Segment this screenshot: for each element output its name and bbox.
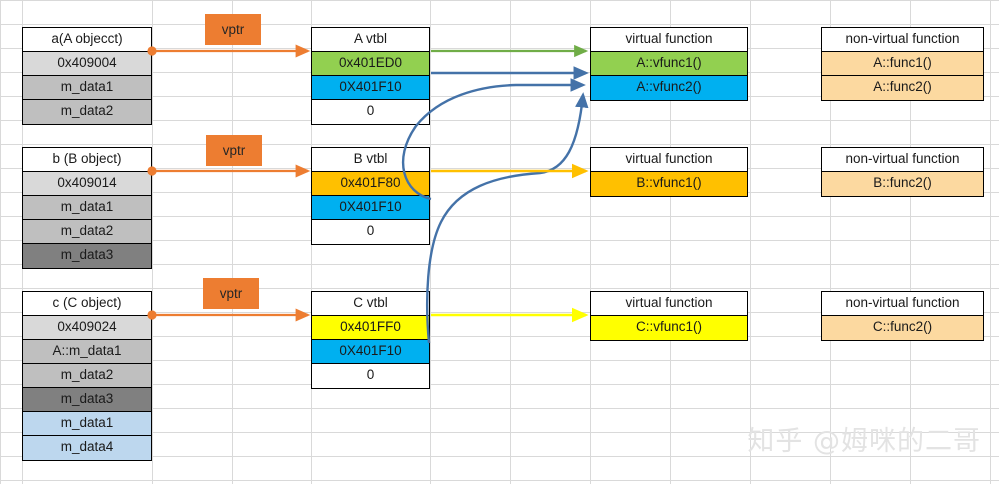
vfunc-c-cell-row-0: virtual function (591, 292, 747, 316)
grid-vline-12 (990, 0, 991, 484)
grid-hline-16 (0, 384, 999, 385)
nonvfunc-c-cell-row-0: non-virtual function (822, 292, 983, 316)
vtbl-c-cell-row-2: 0X401F10 (312, 340, 429, 364)
nonvfunc-a-cell-row-2: A::func2() (822, 76, 983, 100)
grid-hline-6 (0, 144, 999, 145)
vtbl-b-cell-row-2: 0X401F10 (312, 196, 429, 220)
nonvfunc-c-cell-row-1: C::func2() (822, 316, 983, 340)
object-c-cell-row-0: c (C object) (23, 292, 151, 316)
vptr-chip-b: vptr (206, 135, 262, 166)
object-c-cell-row-5: m_data1 (23, 412, 151, 436)
nonvfunc-b-cell-row-1: B::func2() (822, 172, 983, 196)
vfunc-a-cell-row-0: virtual function (591, 28, 747, 52)
grid-hline-15 (0, 360, 999, 361)
vptr-chip-a: vptr (205, 14, 261, 45)
grid-hline-18 (0, 432, 999, 433)
grid-vline-3 (232, 0, 233, 484)
object-c-cell-row-3: m_data2 (23, 364, 151, 388)
object-a-cell-row-0: a(A objecct) (23, 28, 151, 52)
object-a-cell-row-3: m_data2 (23, 100, 151, 124)
watermark: 知乎 @姆咪的二哥 (747, 426, 981, 457)
vtbl-c-cell-row-0: C vtbl (312, 292, 429, 316)
grid-vline-8 (670, 0, 671, 484)
vfunc-c-cell-row-1: C::vfunc1() (591, 316, 747, 340)
object-b-cell-row-3: m_data2 (23, 220, 151, 244)
vptr-chip-c: vptr (203, 278, 259, 309)
vptr-chip-a-label: vptr (221, 22, 245, 37)
grid-vline-7 (590, 0, 591, 484)
object-b-cell-row-0: b (B object) (23, 148, 151, 172)
grid-vline-2 (152, 0, 153, 484)
object-b-cell-row-2: m_data1 (23, 196, 151, 220)
grid-hline-20 (0, 480, 999, 481)
vfunc-a-cell-row-2: A::vfunc2() (591, 76, 747, 100)
vtbl-b-cell-row-1: 0x401F80 (312, 172, 429, 196)
vptr-chip-b-label: vptr (222, 143, 246, 158)
vptr-chip-c-label: vptr (219, 286, 243, 301)
object-c-cell-row-6: m_data4 (23, 436, 151, 460)
vtbl-a-cell-row-2: 0X401F10 (312, 76, 429, 100)
grid-hline-0 (0, 0, 999, 1)
grid-hline-12 (0, 288, 999, 289)
nonvfunc-b-cell-row-0: non-virtual function (822, 148, 983, 172)
vtbl-c-cell-row-3: 0 (312, 364, 429, 388)
grid-hline-17 (0, 408, 999, 409)
grid-vline-0 (0, 0, 1, 484)
vtbl-a-cell-row-3: 0 (312, 100, 429, 124)
grid-hline-2 (0, 48, 999, 49)
nonvfunc-a-cell-row-1: A::func1() (822, 52, 983, 76)
grid-vline-9 (750, 0, 751, 484)
vfunc-b-cell-row-0: virtual function (591, 148, 747, 172)
object-b-cell-row-1: 0x409014 (23, 172, 151, 196)
vfunc-b-cell-row-1: B::vfunc1() (591, 172, 747, 196)
nonvfunc-a-cell-row-0: non-virtual function (822, 28, 983, 52)
grid-hline-1 (0, 24, 999, 25)
object-c-cell-row-1: 0x409024 (23, 316, 151, 340)
grid-hline-19 (0, 456, 999, 457)
vfunc-a-cell-row-1: A::vfunc1() (591, 52, 747, 76)
object-c-cell-row-2: A::m_data1 (23, 340, 151, 364)
vtbl-b-cell-row-0: B vtbl (312, 148, 429, 172)
grid-vline-11 (910, 0, 911, 484)
object-a-cell-row-2: m_data1 (23, 76, 151, 100)
object-c-cell-row-4: m_data3 (23, 388, 151, 412)
object-b-cell-row-4: m_data3 (23, 244, 151, 268)
vtbl-a-cell-row-1: 0x401ED0 (312, 52, 429, 76)
grid-vline-10 (830, 0, 831, 484)
vtbl-c-cell-row-1: 0x401FF0 (312, 316, 429, 340)
vtbl-b-cell-row-3: 0 (312, 220, 429, 244)
object-a-cell-row-1: 0x409004 (23, 52, 151, 76)
vtbl-a-cell-row-0: A vtbl (312, 28, 429, 52)
